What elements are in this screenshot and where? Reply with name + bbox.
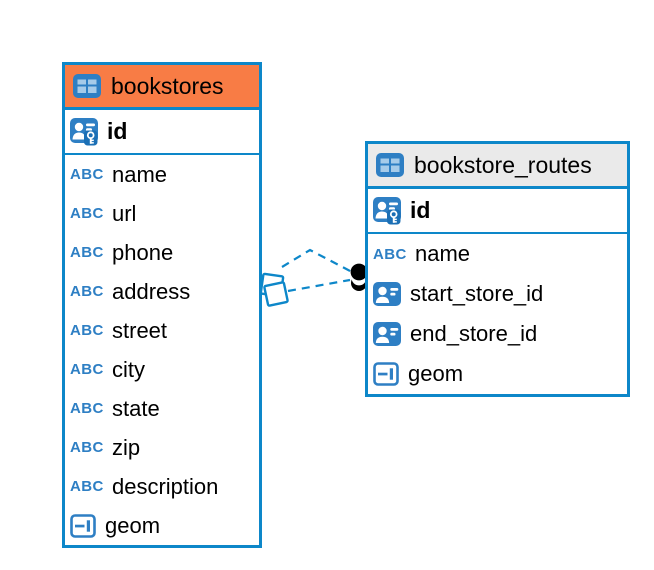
column-label: start_store_id bbox=[410, 281, 544, 306]
column-row[interactable]: ABC state bbox=[65, 389, 259, 428]
table-icon bbox=[375, 152, 405, 178]
text-icon: ABC bbox=[70, 244, 104, 261]
primary-key-icon bbox=[70, 117, 98, 146]
text-icon: ABC bbox=[70, 283, 104, 300]
column-row[interactable]: end_store_id bbox=[368, 314, 627, 354]
primary-key-row[interactable]: id bbox=[65, 110, 259, 155]
column-row[interactable]: ABC url bbox=[65, 194, 259, 233]
reference-icon bbox=[373, 282, 401, 306]
column-row[interactable]: geom bbox=[65, 506, 259, 545]
column-row[interactable]: start_store_id bbox=[368, 274, 627, 314]
column-label: address bbox=[112, 278, 191, 304]
column-label: end_store_id bbox=[410, 321, 538, 346]
geometry-icon bbox=[373, 362, 399, 386]
column-label: phone bbox=[112, 239, 174, 265]
column-label: geom bbox=[408, 361, 464, 386]
table-icon bbox=[72, 73, 102, 99]
entity-name: bookstore_routes bbox=[414, 151, 592, 178]
text-icon: ABC bbox=[70, 478, 104, 495]
column-row[interactable]: ABC street bbox=[65, 311, 259, 350]
column-row[interactable]: ABC name bbox=[65, 155, 259, 194]
column-row[interactable]: ABC description bbox=[65, 467, 259, 506]
entity-bookstore-routes[interactable]: bookstore_routes id ABC name start_store_i… bbox=[365, 141, 630, 397]
primary-key-row[interactable]: id bbox=[368, 189, 627, 234]
column-label: description bbox=[112, 473, 219, 499]
text-icon: ABC bbox=[70, 361, 104, 378]
primary-key-label: id bbox=[107, 118, 128, 144]
column-label: zip bbox=[112, 434, 141, 460]
entity-name: bookstores bbox=[111, 72, 224, 99]
entity-header-bookstores[interactable]: bookstores bbox=[65, 65, 259, 110]
column-row[interactable]: ABC name bbox=[368, 234, 627, 274]
column-row[interactable]: ABC zip bbox=[65, 428, 259, 467]
one-end-marker bbox=[259, 272, 289, 307]
column-label: city bbox=[112, 356, 145, 382]
relationship-line-1[interactable] bbox=[281, 248, 353, 273]
column-label: geom bbox=[105, 512, 161, 538]
column-row[interactable]: ABC phone bbox=[65, 233, 259, 272]
column-row[interactable]: ABC city bbox=[65, 350, 259, 389]
geometry-icon bbox=[70, 513, 96, 538]
column-label: street bbox=[112, 317, 168, 343]
text-icon: ABC bbox=[70, 400, 104, 417]
column-label: name bbox=[415, 241, 471, 266]
column-label: url bbox=[112, 200, 137, 226]
text-icon: ABC bbox=[70, 439, 104, 456]
text-icon: ABC bbox=[373, 245, 407, 263]
text-icon: ABC bbox=[70, 166, 104, 183]
column-label: name bbox=[112, 161, 168, 187]
column-row[interactable]: geom bbox=[368, 354, 627, 394]
text-icon: ABC bbox=[70, 205, 104, 222]
text-icon: ABC bbox=[70, 322, 104, 339]
primary-key-icon bbox=[373, 196, 401, 225]
entity-header-bookstore-routes[interactable]: bookstore_routes bbox=[368, 144, 627, 189]
primary-key-label: id bbox=[410, 197, 431, 223]
reference-icon bbox=[373, 322, 401, 346]
column-label: state bbox=[112, 395, 160, 421]
relationship-line-2[interactable] bbox=[287, 278, 351, 293]
column-row[interactable]: ABC address bbox=[65, 272, 259, 311]
